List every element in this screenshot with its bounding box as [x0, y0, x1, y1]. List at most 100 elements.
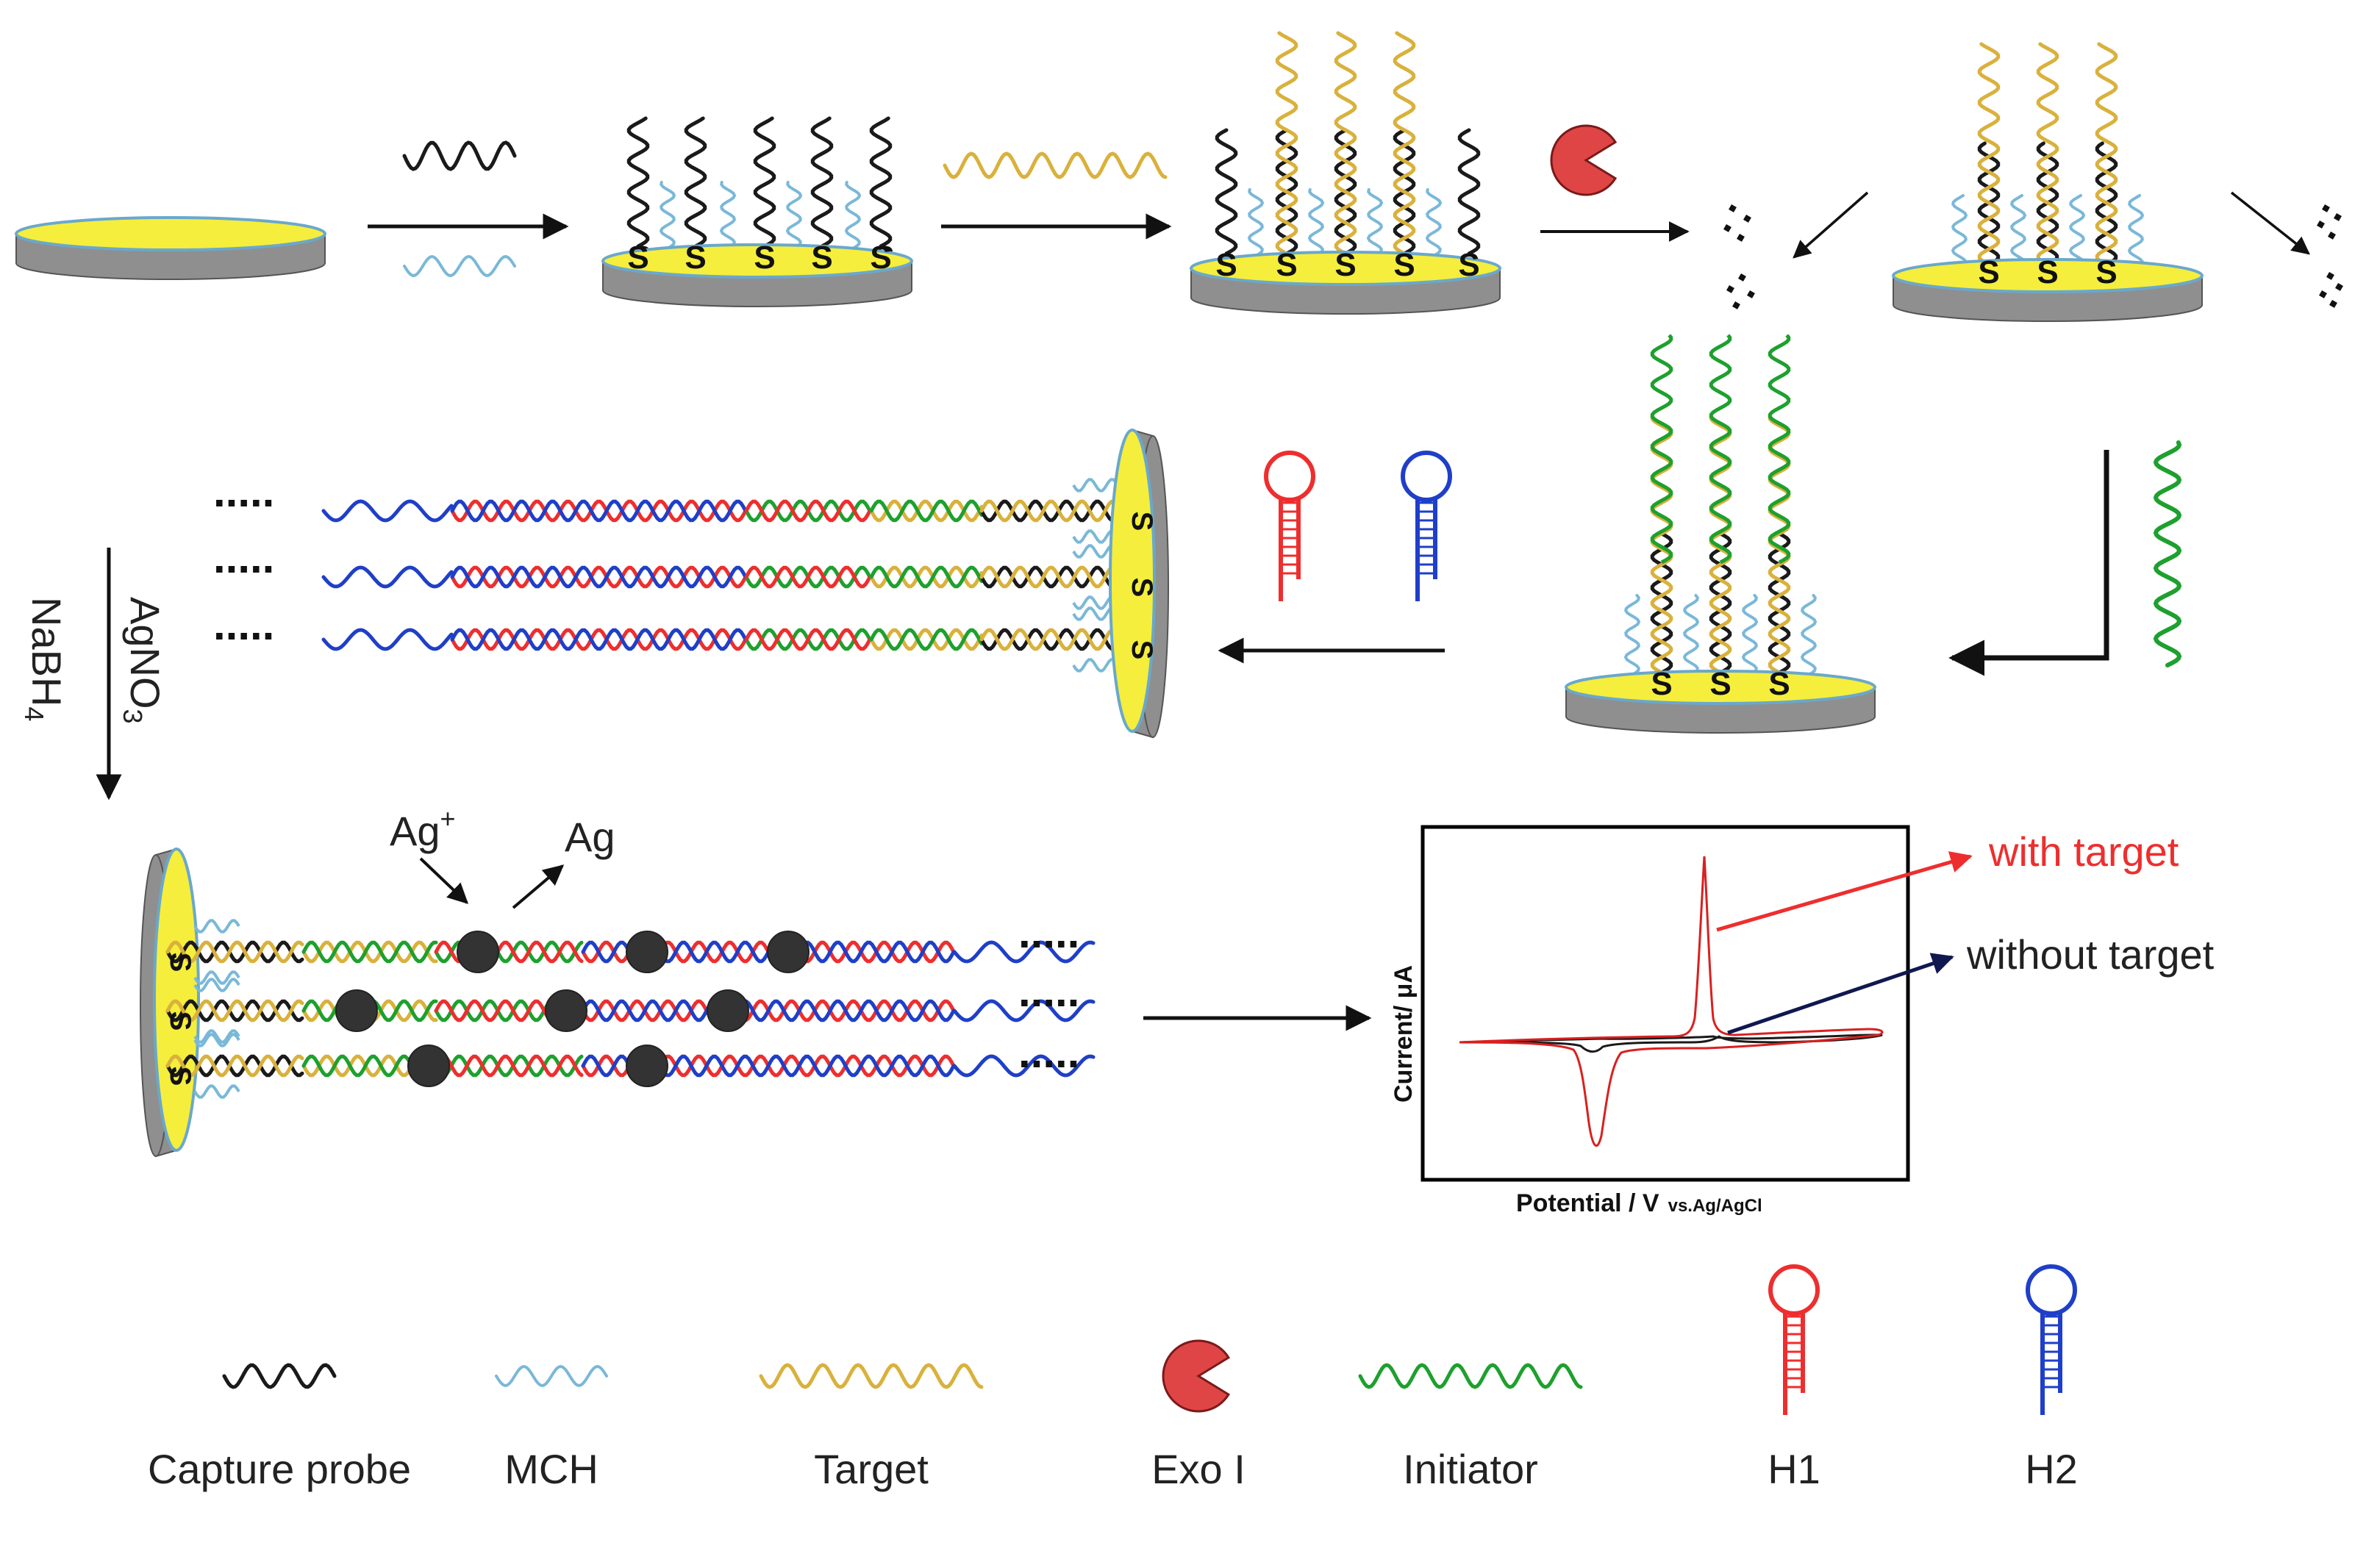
- fragment: [1726, 284, 1734, 293]
- fragment: [1732, 301, 1740, 309]
- mch-strand: [1307, 188, 1325, 257]
- capture-probe-strand: [626, 116, 650, 248]
- helix-strand-b: [979, 499, 1123, 523]
- thiol-label: S: [1126, 578, 1158, 598]
- initiator-strand: [1709, 334, 1732, 565]
- fragment: [2329, 300, 2337, 308]
- helix-strand-a: [450, 499, 748, 523]
- helix-strand-a: [301, 940, 438, 964]
- helix-strand-b: [869, 565, 984, 589]
- legend-mch: [495, 1364, 608, 1388]
- silver-nanoparticle: [626, 931, 668, 973]
- capture-probe-strand: [1650, 531, 1673, 675]
- mch-strand: [1951, 194, 1968, 270]
- helix-strand-b: [744, 499, 872, 523]
- h1-h2-hairpins: [1264, 451, 1452, 601]
- mch-strand: [1800, 594, 1818, 676]
- silver-nanoparticle: [407, 1045, 450, 1087]
- initiator-strand: [1650, 334, 1673, 565]
- silver-deposited-electrode: S.....S.....S.....: [140, 848, 1096, 1158]
- hcr-amplified-electrode: ...............SSS: [213, 429, 1169, 739]
- capture-probe-strand: [2036, 141, 2059, 267]
- target-strand: [1334, 31, 1357, 256]
- ellipsis-dots: .....: [1018, 967, 1079, 1016]
- thiol-label: S: [870, 240, 891, 276]
- capture-probe-strand: [2095, 141, 2118, 267]
- mch-strand: [1072, 658, 1119, 673]
- helix-strand-a: [979, 499, 1123, 523]
- single-strand: [952, 999, 1096, 1022]
- fragment: [2335, 282, 2343, 291]
- label-with-target: with target: [1988, 828, 2179, 875]
- target-strand: [2095, 42, 2118, 267]
- mch-strand: [2009, 194, 2027, 270]
- mch-strand: [1682, 594, 1700, 676]
- exo-i-icon: [1550, 124, 1618, 196]
- fragment: [1723, 223, 1732, 232]
- mch-strand: [193, 919, 240, 934]
- thiol-label: S: [1978, 254, 1999, 290]
- thiol-label: S: [1126, 640, 1158, 660]
- fragment: [1743, 215, 1751, 223]
- mch-strand: [844, 181, 862, 250]
- fragment: [1738, 273, 1746, 282]
- thiol-label: S: [1768, 666, 1790, 702]
- exo-i-icon: [1162, 1339, 1230, 1413]
- hairpin-loop: [1401, 451, 1452, 502]
- thiol-label: S: [1393, 247, 1415, 283]
- mch-strand: [659, 181, 676, 250]
- fragment: [2322, 204, 2330, 212]
- thiol-label: S: [1334, 247, 1356, 283]
- thiol-label: S: [2095, 254, 2117, 290]
- target-strand: [1977, 42, 2001, 267]
- fragment: [2334, 212, 2342, 221]
- ellipsis-dots: .....: [213, 600, 274, 649]
- mch-strand: [193, 1033, 240, 1047]
- fragment: [2326, 271, 2334, 280]
- fragment: [2319, 290, 2327, 298]
- fragment: [1737, 234, 1745, 242]
- thiol-label: S: [685, 240, 706, 276]
- graph-ylabel: Current/ μA: [1390, 965, 1418, 1103]
- fragment: [1747, 290, 1755, 298]
- label-without-target: without target: [1966, 931, 2215, 978]
- capture-probe-strand: [810, 116, 834, 248]
- fragment: [1729, 204, 1737, 212]
- target-strand: [1650, 415, 1673, 675]
- mch-strand: [2068, 194, 2086, 270]
- helix-strand-a: [165, 999, 304, 1022]
- single-strand: [321, 499, 454, 523]
- silver-nanoparticle: [767, 931, 810, 973]
- thiol-label: S: [1458, 247, 1479, 283]
- thiol-label: S: [627, 240, 648, 276]
- helix-strand-b: [434, 1054, 584, 1078]
- target-strand: [1275, 31, 1298, 256]
- legend-label-mch: MCH: [504, 1446, 598, 1492]
- helix-strand-b: [869, 499, 984, 523]
- capture-probe-strand: [1457, 128, 1481, 256]
- thiol-label: S: [811, 240, 832, 276]
- helix-strand-a: [979, 565, 1123, 589]
- legend-target: [759, 1363, 984, 1389]
- arrow-without-target: [1727, 953, 1954, 1035]
- single-strand: [321, 565, 454, 589]
- capture-probe-strand: [753, 116, 776, 248]
- hairpin-loop: [1264, 451, 1315, 502]
- helix-strand-b: [450, 565, 748, 589]
- target-strand: [1768, 415, 1791, 675]
- legend-label-target: Target: [814, 1446, 929, 1492]
- capture-probe-strand: [1977, 141, 2001, 267]
- silver-nanoparticle: [707, 989, 749, 1032]
- helix-strand-b: [301, 940, 438, 964]
- helix-strand-b: [165, 940, 304, 964]
- mch-strand: [1623, 594, 1641, 676]
- silver-nanoparticle: [335, 989, 378, 1032]
- hairpin-loop: [2026, 1264, 2077, 1316]
- arrow-release-right: [2230, 191, 2310, 255]
- ellipsis-dots: .....: [1018, 908, 1079, 957]
- capture-probe-strand: [869, 116, 893, 248]
- mch-strand: [2127, 194, 2145, 270]
- mch-strand: [1072, 478, 1119, 492]
- mch-strand: [785, 181, 803, 250]
